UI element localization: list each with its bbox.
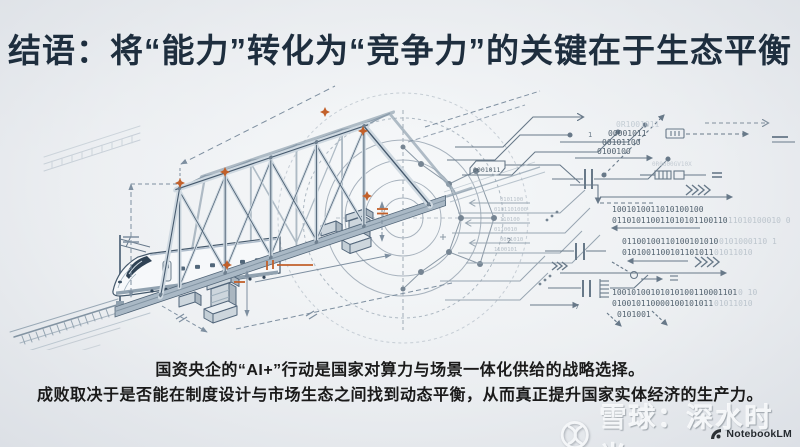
pier-left: [203, 274, 240, 324]
notebooklm-label: NotebookLM: [726, 428, 792, 440]
caption-line-1: 国资央企的“AI+”行动是国家对算力与场景一体化供给的战略选择。: [155, 362, 645, 379]
numeral-2: 2: [507, 237, 511, 245]
binary-b4-dark: 0101001100101101011: [622, 248, 714, 257]
binary-strings: 0R1001011 00001011 00101100 0100100 0001…: [473, 120, 791, 319]
numeral-7: 7: [575, 303, 579, 311]
numeral-1: 1: [588, 131, 592, 139]
dot-chains: [538, 210, 559, 286]
orange-node-stars: [175, 107, 372, 270]
truss-near: [114, 121, 447, 318]
binary-b2-dark: 011010110011010101100110: [612, 216, 728, 225]
binary-faint: 0R0600GV10X: [652, 161, 692, 168]
rail-tracks: [9, 125, 151, 350]
xueqiu-snowball-icon: [560, 421, 589, 447]
headlight: [118, 280, 122, 284]
xueqiu-watermark: 雪球：深水时光: [558, 396, 800, 447]
binary-b5-dark: 10010100101010100110001101: [612, 288, 737, 297]
binary-top-0: 0R1001011: [616, 120, 660, 129]
binary-side-1: 0101101000: [494, 207, 527, 213]
binary-side-0: 0101100: [500, 197, 523, 203]
binary-b3-light: 0101000110 1: [719, 237, 777, 246]
circuit-left-links: [440, 189, 601, 301]
caption-block: 国资央企的“AI+”行动是国家对算力与场景一体化供给的战略选择。 成败取决于是否…: [0, 358, 800, 408]
notebooklm-badge: NotebookLM: [710, 428, 792, 440]
binary-top-3: 0100100: [597, 147, 631, 156]
wall-hatch: [51, 135, 133, 169]
track-extension: [443, 161, 546, 203]
slide-title: 结语：将“能力”转化为“竞争力”的关键在于生态平衡: [8, 32, 792, 69]
caption-line-2: 成败取决于是否能在制度设计与市场生态之间找到动态平衡，从而真正提升国家实体经济的…: [36, 387, 763, 404]
roof-line: [149, 238, 279, 256]
binary-box-label: 0001011: [473, 166, 500, 174]
rail-ties: [21, 308, 110, 345]
binary-b7: 0101001: [617, 310, 651, 319]
binary-b6-dark: 010010110000100101011: [612, 299, 713, 308]
dimension-lines: [123, 85, 541, 333]
orange-accents: [175, 107, 388, 283]
binary-b1: 1001010011010100100: [612, 205, 704, 214]
pier-left-block: [178, 291, 202, 308]
chevrons: [551, 184, 721, 271]
binary-b6-light: 01011010: [714, 299, 753, 308]
bridge-circuit-illustration: 0R1001011 00001011 00101100 0100100 0001…: [9, 85, 795, 350]
watermark-text: 雪球：深水时光: [599, 403, 774, 447]
binary-side-3: 0110010: [494, 227, 517, 233]
circuit-traces: [440, 115, 795, 327]
binary-top-2: 00101100: [602, 138, 641, 147]
notebooklm-icon: [711, 429, 722, 439]
binary-b5-light: 0 10: [738, 288, 757, 297]
binary-side-5: 1100101: [494, 247, 517, 253]
binary-side-2: 110100: [500, 217, 520, 223]
bridge-piers: [178, 208, 374, 324]
binary-b3-dark: 01100100110100101010: [622, 237, 719, 246]
binary-b2-light: 11010100010 0: [728, 216, 791, 225]
orange-ticks: [234, 208, 388, 283]
binary-top-1: 00001011: [608, 129, 647, 138]
binary-b4-light: 01011010: [714, 248, 753, 257]
train: [112, 236, 281, 297]
binary-side-4: 0001010: [500, 237, 523, 243]
